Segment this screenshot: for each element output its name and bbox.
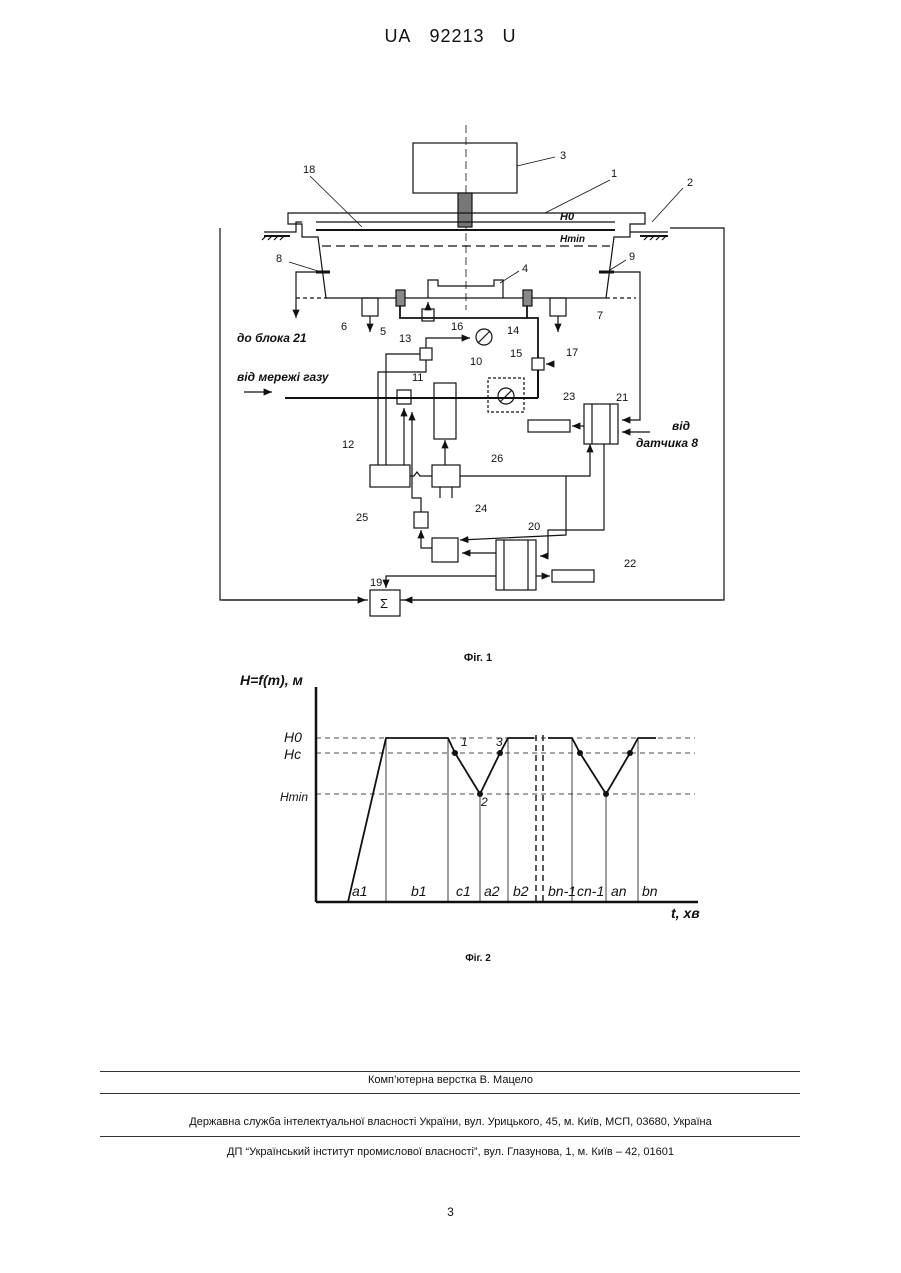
level-hc: Hc — [284, 746, 301, 762]
fig2-ylabel: H=f(m), м — [240, 672, 304, 688]
label-hmin: Hmin — [560, 234, 585, 245]
label-7: 7 — [597, 310, 603, 322]
label-22: 22 — [624, 558, 636, 570]
figure-1-caption: Фіг. 1 — [428, 652, 528, 664]
label-h0: H0 — [560, 211, 575, 223]
label-10: 10 — [470, 356, 482, 368]
label-19: 19 — [370, 577, 382, 589]
label-1: 1 — [611, 168, 617, 180]
label-16: 16 — [451, 321, 463, 333]
point-1: 1 — [461, 735, 468, 749]
footer-rule-3 — [100, 1136, 800, 1137]
label-11: 11 — [412, 372, 423, 384]
text-from-sensor-1: від — [672, 419, 690, 433]
figure-1-diagram: 18 1 2 3 4 5 6 7 8 9 10 11 12 13 14 15 1… — [0, 0, 901, 650]
footer-office: Державна служба інтелектуальної власност… — [0, 1116, 901, 1128]
label-20: 20 — [528, 521, 540, 533]
summator-symbol: Σ — [380, 596, 388, 611]
label-9: 9 — [629, 251, 635, 263]
interval-a2: a2 — [484, 883, 500, 899]
text-gas-network: від мережі газу — [237, 370, 330, 384]
label-13: 13 — [399, 333, 411, 345]
point-2: 2 — [480, 795, 488, 809]
fig2-xlabel: t, хв — [671, 905, 700, 921]
label-6: 6 — [341, 321, 347, 333]
footer-layout: Комп’ютерна верстка В. Мацело — [0, 1074, 901, 1086]
interval-c1: c1 — [456, 883, 471, 899]
label-24: 24 — [475, 503, 487, 515]
footer-rule-2 — [100, 1093, 800, 1094]
interval-cn-1: cn-1 — [577, 883, 604, 899]
label-17: 17 — [566, 347, 578, 359]
level-hmin: Hmin — [280, 790, 308, 804]
label-26: 26 — [491, 453, 503, 465]
interval-b2: b2 — [513, 883, 529, 899]
label-14: 14 — [507, 325, 519, 337]
label-8: 8 — [276, 253, 282, 265]
text-from-sensor-2: датчика 8 — [636, 436, 698, 450]
figure-2-caption: Фіг. 2 — [428, 953, 528, 964]
footer-rule-1 — [100, 1071, 800, 1072]
label-12: 12 — [342, 439, 354, 451]
point-3: 3 — [496, 735, 503, 749]
label-23: 23 — [563, 391, 575, 403]
text-to-block: до блока 21 — [237, 331, 307, 345]
interval-an: an — [611, 883, 627, 899]
label-15: 15 — [510, 348, 522, 360]
label-21: 21 — [616, 392, 628, 404]
label-25: 25 — [356, 512, 368, 524]
label-3: 3 — [560, 150, 566, 162]
interval-bn: bn — [642, 883, 658, 899]
interval-b1: b1 — [411, 883, 427, 899]
label-18: 18 — [303, 164, 315, 176]
interval-bn-1: bn-1 — [548, 883, 576, 899]
label-2: 2 — [687, 177, 693, 189]
footer-institute: ДП “Український інститут промислової вла… — [0, 1146, 901, 1158]
page-number: 3 — [0, 1205, 901, 1219]
level-h0: H0 — [284, 729, 302, 745]
label-5: 5 — [380, 326, 386, 338]
interval-a1: a1 — [352, 883, 368, 899]
label-4: 4 — [522, 263, 528, 275]
figure-2-chart: H=f(m), м t, хв H0 Hc Hmin 1 2 3 a1 b1 c… — [0, 665, 901, 950]
